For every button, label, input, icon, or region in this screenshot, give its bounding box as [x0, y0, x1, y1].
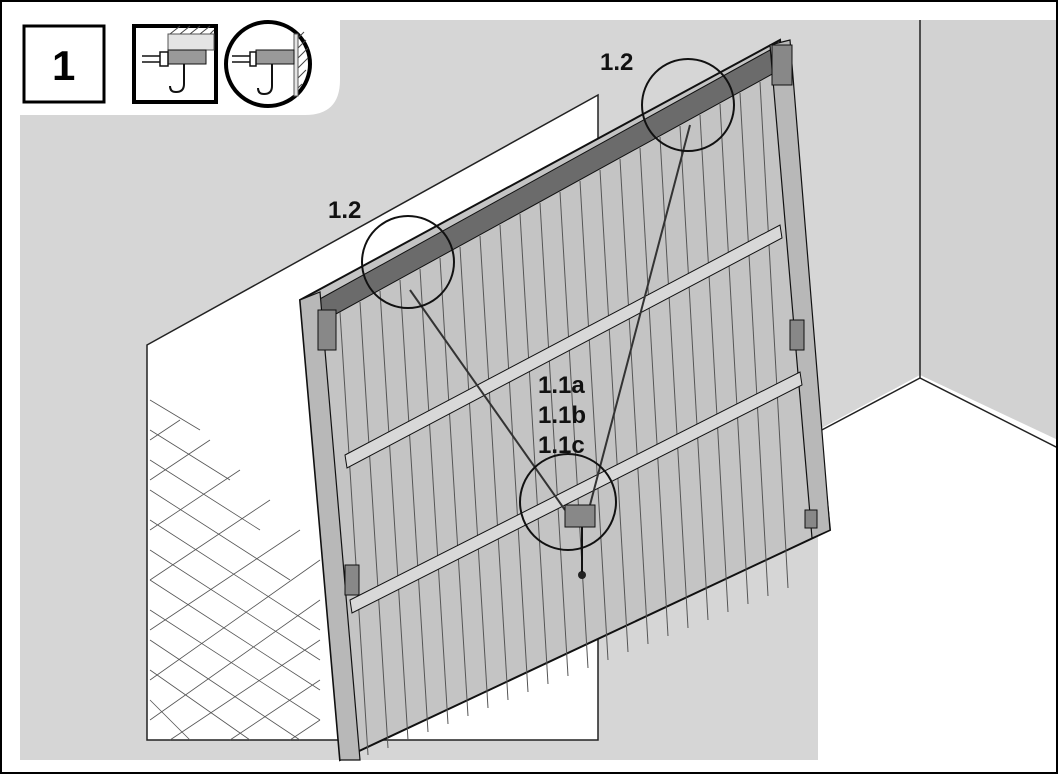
callout-label-top-right: 1.2	[600, 49, 633, 76]
door-left-stile	[299, 291, 361, 761]
floor-bricks	[149, 399, 321, 741]
floor-edge-line	[919, 377, 1058, 449]
callout-circle-top-left	[361, 215, 455, 309]
callout-label-top-left: 1.2	[328, 197, 361, 224]
side-brackets	[317, 44, 818, 596]
hanging-on-lintel-icon	[132, 24, 218, 104]
lock-hardware	[564, 504, 596, 579]
callout-circle-top-right	[641, 58, 735, 152]
floor-edge-left	[817, 377, 921, 433]
right-wall	[920, 20, 1058, 440]
door-crossbars	[344, 224, 803, 614]
hanging-on-wall-icon	[224, 20, 312, 108]
callout-label-1-1a: 1.1a	[538, 372, 585, 399]
step-number-box	[22, 24, 106, 104]
callout-circle-center	[519, 453, 617, 551]
callout-label-1-1c: 1.1c	[538, 432, 585, 459]
door-cables	[409, 124, 691, 511]
step-number: 1	[52, 42, 75, 89]
callout-label-1-1b: 1.1b	[538, 402, 586, 429]
